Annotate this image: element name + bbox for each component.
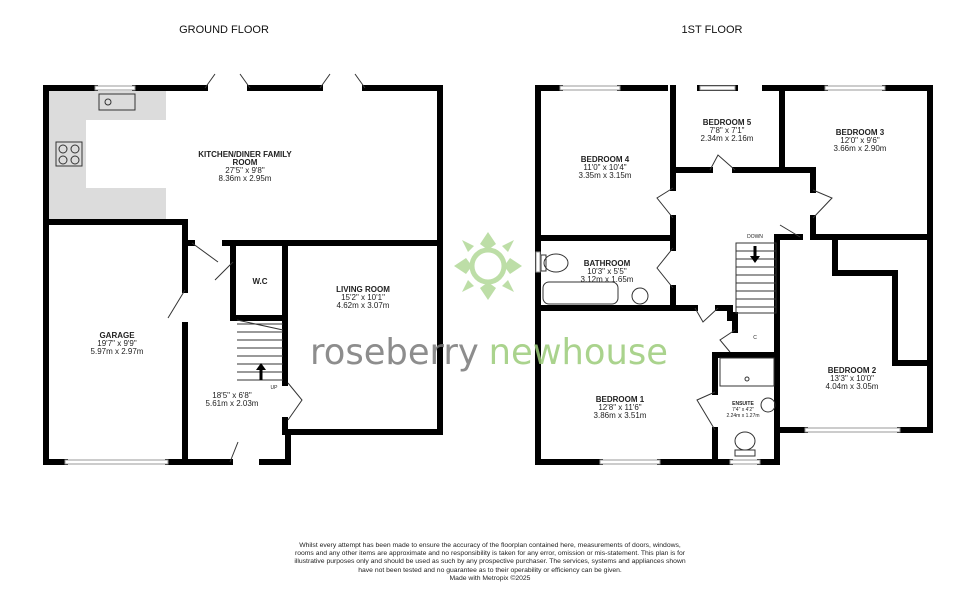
stairs-down-label: DOWN [747,234,763,240]
shower-icon [719,357,775,387]
bedroom2-imperial: 13'3" x 10'0" [830,374,874,383]
watermark-newhouse: newhouse [489,332,668,373]
kitchen-imperial: 27'5" x 9'8" [225,166,265,175]
cupboard-label: C [753,335,757,341]
bedroom1-imperial: 12'8" x 11'6" [598,403,641,412]
hall-metric: 5.61m x 2.03m [206,399,259,408]
wc-label: W.C [252,277,267,286]
living-imperial: 15'2" x 10'1" [341,293,385,302]
brand-logo-icon [454,232,522,300]
living-room-label: LIVING ROOM [336,285,390,294]
bedroom5-metric: 2.34m x 2.16m [701,134,754,143]
disclaimer: Whilst every attempt has been made to en… [290,542,690,583]
bedroom4-metric: 3.35m x 3.15m [579,171,632,180]
bedroom4-imperial: 11'0" x 10'4" [583,163,626,172]
garage-metric: 5.97m x 2.97m [91,347,144,356]
basin-icon [760,397,776,413]
first-floor-title: 1ST FLOOR [682,24,743,36]
watermark-roseberry: roseberry [310,332,479,373]
ground-floor-plan: KITCHEN/DINER FAMILY ROOM 27'5" x 9'8" 8… [43,73,443,465]
toilet-icon [734,431,756,457]
hob-icon [55,141,83,167]
bedroom5-imperial: 7'8" x 7'1" [710,126,745,135]
bedroom2-label: BEDROOM 2 [828,366,877,375]
hall-imperial: 18'5" x 6'8" [212,391,252,400]
ensuite-label: ENSUITE [732,401,754,407]
bedroom3-metric: 3.66m x 2.90m [834,144,887,153]
kitchen-label: KITCHEN/DINER FAMILY [198,150,292,159]
metropix-credit: Made with Metropix ©2025 [449,574,531,582]
bathroom-metric: 3.12m x 1.65m [581,275,634,284]
toilet-icon [540,253,569,273]
bedroom5-label: BEDROOM 5 [703,118,752,127]
bath-icon [542,281,619,305]
disclaimer-text: Whilst every attempt has been made to en… [294,542,686,574]
bedroom3-imperial: 12'0" x 9'6" [840,136,880,145]
stairs [735,242,777,314]
ensuite-metric: 2.24m x 1.27m [726,413,759,419]
ensuite-imperial: 7'4" x 4'2" [732,407,754,413]
basin-icon [631,287,649,305]
bedroom1-label: BEDROOM 1 [596,395,645,404]
garage-label: GARAGE [99,331,135,340]
stairs [236,319,284,381]
living-metric: 4.62m x 3.07m [337,301,390,310]
bedroom2-metric: 4.04m x 3.05m [826,382,879,391]
stairs-up-label: UP [271,385,279,391]
ground-floor-title: GROUND FLOOR [179,24,269,36]
bedroom1-metric: 3.86m x 3.51m [594,411,647,420]
garage-imperial: 19'7" x 9'9" [97,339,137,348]
kitchen-label-2: ROOM [233,158,258,167]
first-floor-plan: BEDROOM 4 11'0" x 10'4" 3.35m x 3.15m BE… [535,85,933,465]
kitchen-metric: 8.36m x 2.95m [219,174,272,183]
bathroom-label: BATHROOM [584,259,631,268]
sink-icon [98,93,136,111]
bathroom-imperial: 10'3" x 5'5" [587,267,627,276]
bedroom4-label: BEDROOM 4 [581,155,630,164]
bedroom3-label: BEDROOM 3 [836,128,885,137]
